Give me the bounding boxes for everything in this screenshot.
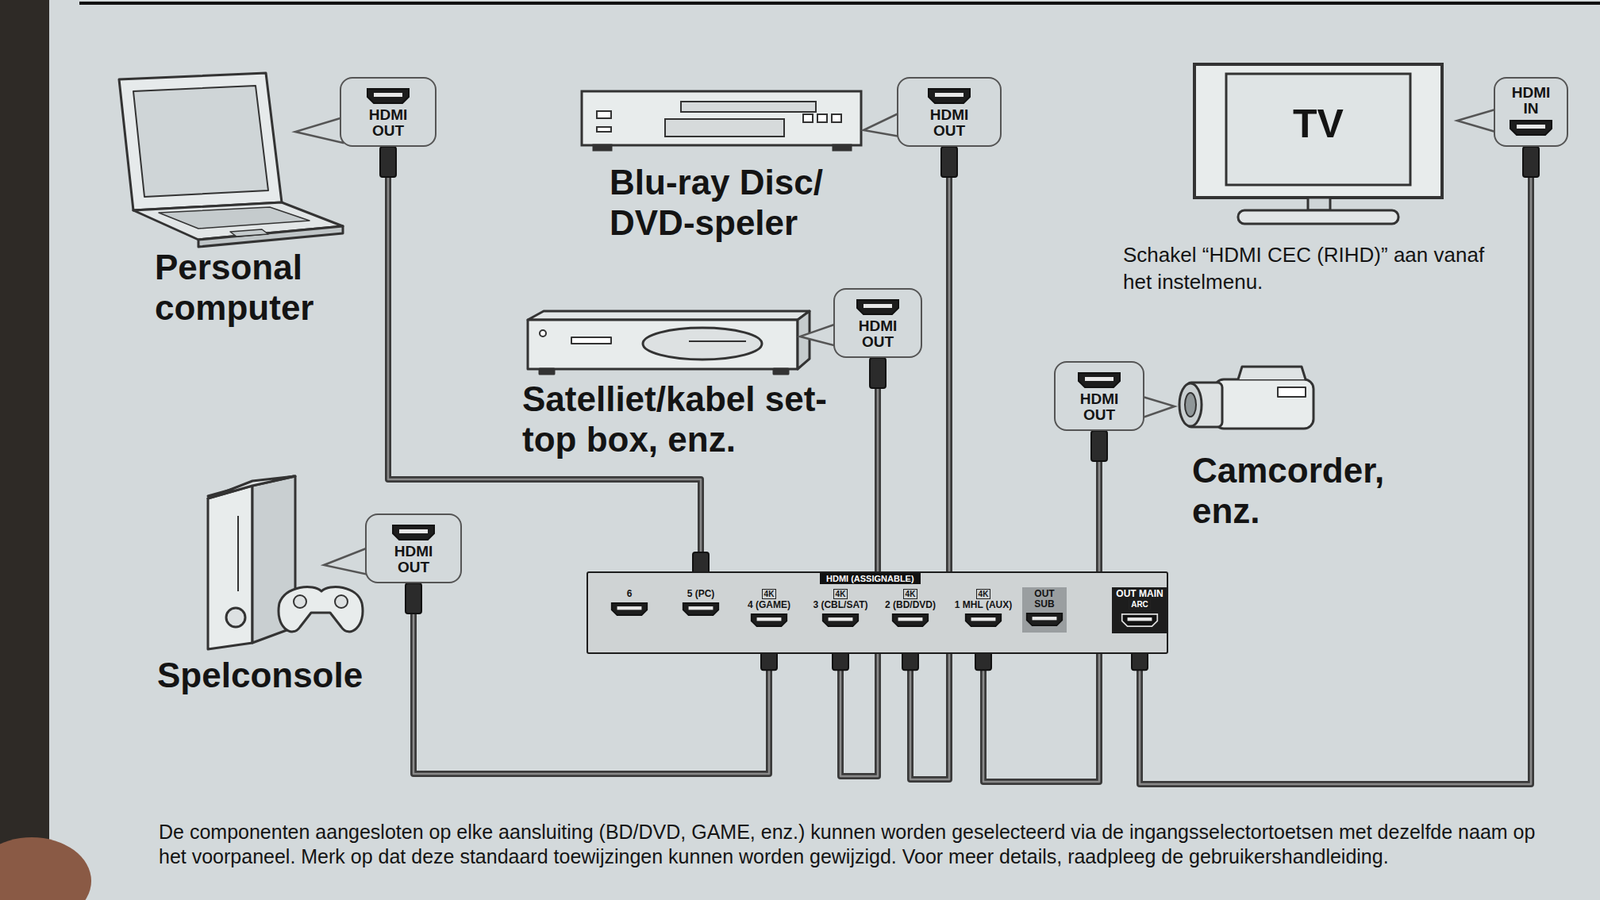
callout-text: HDMI OUT bbox=[394, 543, 434, 576]
port-badge: 4K bbox=[976, 588, 992, 600]
hdmi-jack-icon bbox=[1508, 119, 1554, 137]
callout-pointer bbox=[1142, 396, 1175, 418]
hdmi-port: 4K2 (BD/DVD) bbox=[877, 587, 943, 634]
hdmi-callout: HDMI OUT bbox=[833, 288, 923, 358]
hdmi-callout: HDMI OUT bbox=[339, 76, 437, 147]
hdmi-jack-icon bbox=[681, 601, 720, 617]
device-label: Satelliet/kabel set-top box, enz. bbox=[522, 379, 864, 460]
receiver-hdmi-panel: HDMI (ASSIGNABLE)65 (PC)4K4 (GAME)4K3 (C… bbox=[586, 571, 1169, 654]
port-badge: 4K bbox=[903, 588, 919, 600]
callout-pointer bbox=[1457, 109, 1496, 132]
cable-core bbox=[910, 146, 950, 780]
port-label: 3 (CBL/SAT) bbox=[812, 600, 868, 611]
port-label: 6 bbox=[626, 588, 633, 600]
port-label: 5 (PC) bbox=[687, 588, 716, 600]
cable-core bbox=[1139, 146, 1531, 785]
hdmi-jack-icon bbox=[750, 612, 789, 628]
camcorder-illustration bbox=[1179, 366, 1314, 429]
hdmi-jack-icon bbox=[1076, 371, 1122, 389]
hdmi-jack-icon bbox=[855, 298, 900, 316]
hdmi-port: OUT MAINARC bbox=[1111, 587, 1168, 634]
top-rule bbox=[79, 1, 1600, 5]
hdmi-port: 4K3 (CBL/SAT) bbox=[807, 587, 874, 634]
setup-note: Schakel “HDMI CEC (RIHD)” aan vanaf het … bbox=[1123, 242, 1504, 297]
callout-pointer bbox=[295, 117, 343, 143]
hdmi-cable bbox=[840, 357, 878, 777]
device-label: Blu-ray Disc/ DVD-speler bbox=[609, 162, 872, 243]
hdmi-port: OUT SUB bbox=[1022, 587, 1067, 633]
callout-text: HDMI OUT bbox=[858, 318, 898, 350]
hdmi-jack-icon bbox=[1025, 611, 1064, 627]
cable-plug bbox=[941, 146, 958, 177]
cable-plug bbox=[380, 146, 397, 177]
tv-illustration bbox=[1194, 64, 1443, 224]
hdmi-port: 6 bbox=[601, 587, 658, 623]
hdmi-port: 5 (PC) bbox=[669, 587, 732, 623]
callout-pointer bbox=[323, 547, 369, 575]
port-badge: 4K bbox=[761, 588, 777, 600]
callout-pointer bbox=[800, 323, 837, 347]
callout-text: HDMI OUT bbox=[1080, 391, 1120, 424]
hdmi-jack-icon bbox=[1120, 612, 1159, 628]
laptop-illustration bbox=[119, 73, 343, 247]
hdmi-jack-icon bbox=[365, 87, 411, 105]
port-badge: ARC bbox=[1128, 599, 1151, 610]
hdmi-port: 4K1 MHL (AUX) bbox=[950, 587, 1017, 634]
hdmi-jack-icon bbox=[926, 87, 972, 105]
cable-core bbox=[840, 357, 878, 777]
hdmi-callout: HDMI OUT bbox=[365, 513, 462, 584]
port-label: OUT SUB bbox=[1023, 588, 1066, 610]
hdmi-cable bbox=[1139, 146, 1531, 785]
footnote-text: De componenten aangesloten op elke aansl… bbox=[158, 819, 1564, 870]
tv-screen-label: TV bbox=[1253, 101, 1383, 148]
panel-header: HDMI (ASSIGNABLE) bbox=[819, 573, 921, 585]
port-label: 4 (GAME) bbox=[747, 600, 791, 611]
callout-pointer bbox=[863, 112, 900, 137]
hdmi-callout: HDMI IN bbox=[1493, 76, 1569, 147]
hdmi-cable bbox=[910, 146, 950, 780]
cable-plug bbox=[1091, 430, 1108, 462]
callout-text: HDMI OUT bbox=[369, 107, 408, 139]
device-label: Spelconsole bbox=[157, 655, 363, 697]
cable-plug bbox=[869, 357, 886, 389]
hdmi-jack-icon bbox=[891, 612, 930, 628]
device-label: Camcorder, enz. bbox=[1192, 450, 1385, 531]
hdmi-callout: HDMI OUT bbox=[896, 76, 1002, 147]
hdmi-jack-icon bbox=[391, 523, 436, 542]
callout-text: HDMI OUT bbox=[930, 107, 970, 139]
port-label: 1 MHL (AUX) bbox=[954, 600, 1012, 611]
hdmi-jack-icon bbox=[610, 601, 649, 617]
page-edge bbox=[0, 0, 50, 900]
hdmi-callout: HDMI OUT bbox=[1053, 361, 1145, 431]
hdmi-port: 4K4 (GAME) bbox=[736, 587, 802, 634]
port-badge: 4K bbox=[833, 588, 849, 600]
bluray-player-illustration bbox=[581, 91, 862, 150]
settop-box-illustration bbox=[527, 311, 810, 374]
finger bbox=[0, 837, 92, 900]
hdmi-jack-icon bbox=[821, 612, 860, 628]
hdmi-jack-icon bbox=[964, 612, 1003, 628]
cable-plug bbox=[1523, 146, 1539, 177]
port-label: OUT MAIN bbox=[1115, 588, 1163, 600]
callout-text: HDMI IN bbox=[1511, 84, 1551, 117]
port-label: 2 (BD/DVD) bbox=[884, 600, 936, 611]
cable-plug bbox=[405, 583, 422, 614]
device-label: Personal computer bbox=[154, 247, 314, 328]
